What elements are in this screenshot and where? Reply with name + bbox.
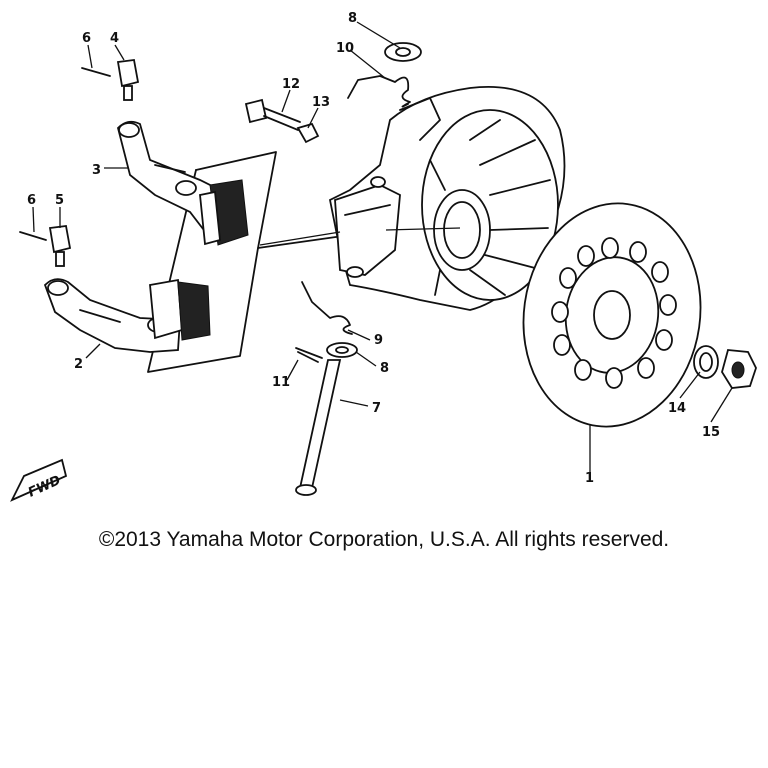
callout-5: 5 — [55, 193, 64, 208]
lower-brake-pad — [149, 278, 211, 341]
callout-1: 1 — [585, 471, 594, 486]
callout-7: 7 — [372, 401, 381, 416]
adjuster-upper — [81, 59, 140, 101]
caliper-housing — [328, 86, 566, 311]
housing-ribs — [429, 119, 551, 296]
lock-nut — [296, 122, 320, 144]
callout-2: 2 — [74, 357, 83, 372]
return-spring-lower — [301, 281, 358, 358]
callout-14: 14 — [668, 401, 686, 416]
callout-13: 13 — [312, 95, 330, 110]
callout-6-upper: 6 — [82, 31, 91, 46]
callout-4: 4 — [110, 31, 119, 46]
pad-assembly-outline — [147, 151, 351, 373]
callout-8-upper: 8 — [348, 11, 357, 26]
leader-lines — [32, 21, 733, 476]
callout-11: 11 — [272, 375, 290, 390]
pivot-shaft — [295, 359, 342, 496]
callout-8-lower: 8 — [380, 361, 389, 376]
parts-diagram: 1 2 3 4 5 6 6 7 8 8 9 10 11 12 13 14 15 … — [10, 11, 757, 502]
bolt — [244, 98, 301, 131]
callout-6-lower: 6 — [27, 193, 36, 208]
disc-holes — [551, 237, 677, 389]
upper-brake-pad — [199, 179, 249, 246]
return-spring-upper — [347, 42, 422, 108]
washer — [693, 345, 719, 379]
brake-disc — [522, 202, 702, 428]
cotter-pin — [295, 347, 323, 363]
callout-9: 9 — [374, 333, 383, 348]
callout-labels: 1 2 3 4 5 6 6 7 8 8 9 10 11 12 13 14 15 — [27, 11, 720, 486]
callout-10: 10 — [336, 41, 354, 56]
adjuster-lower — [19, 225, 72, 267]
callout-15: 15 — [702, 425, 720, 440]
nut — [721, 349, 757, 389]
forward-arrow-icon: FWD — [10, 458, 68, 502]
copyright-notice: ©2013 Yamaha Motor Corporation, U.S.A. A… — [98, 528, 670, 551]
callout-3: 3 — [92, 163, 101, 178]
callout-12: 12 — [282, 77, 300, 92]
